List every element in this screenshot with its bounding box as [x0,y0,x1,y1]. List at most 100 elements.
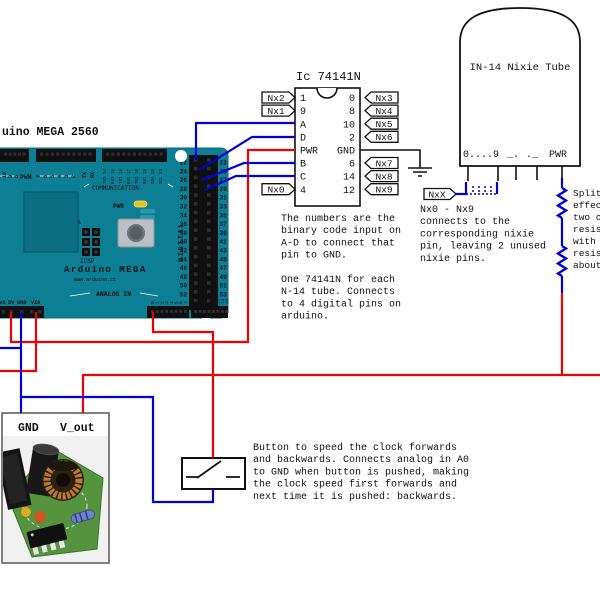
nx-flag-label: Nx7 [375,158,392,169]
ic-pin-left: B [300,160,306,171]
pwm-label: PWM [20,174,32,181]
header-hole [194,298,198,303]
note-line: pin, leaving 2 unused [420,241,546,253]
digital-pin-right: 31 [220,195,228,202]
digital-pin-left: 24 [180,168,188,175]
top-header-strip [36,149,96,162]
nx-flag-shape [261,183,296,196]
nixie-tube: IN-14 Nixie Tube 0....9_.._PWR NxX [423,7,581,293]
analog-pin-number: 13 [216,298,222,304]
header-hole [13,152,17,156]
header-hole [212,310,215,313]
nx-flag-label: Nx1 [267,106,284,117]
resistor-1 [555,186,569,220]
digital-pin-right: 35 [220,212,228,219]
comm-pin-number: RX1 19 [144,168,148,184]
header-hole [207,202,211,206]
wires [0,121,600,504]
header-hole [194,166,198,171]
arduino-bottom-headers [0,306,229,318]
header-hole [194,310,197,313]
psu-dip-ic [26,523,68,555]
note-line: the clock speed first forwards and [253,479,457,491]
nixie-envelope [459,7,581,167]
nx-flag-label: Nx6 [375,132,392,143]
header-hole [194,272,198,276]
note-line: binary code input on [281,225,401,237]
nx-flag-shape [261,104,296,117]
ic-pin-left: A [300,120,306,131]
header-hole [194,210,198,215]
ic-pin-left: C [300,173,306,184]
header-hole [225,310,229,313]
header-hole [207,228,211,232]
nx-flag-label: Nx3 [375,93,392,104]
comm-pin-number: TX2 16 [120,168,124,184]
nx-flag-shape [261,91,296,104]
digital-pin-left: 34 [180,212,188,219]
icsp-pin-hole [84,230,88,234]
header-hole [61,152,65,156]
header-hole [207,281,211,285]
header-hole [194,246,198,250]
header-hole [207,298,211,303]
digital-pin-left: 42 [180,248,188,255]
psu-photo [3,436,108,562]
button-box[interactable] [181,457,246,490]
nx-flag-shape [364,183,399,196]
digital-pin-left: 50 [180,283,188,290]
header-hole [155,310,159,313]
digital-pin-right: 37 [220,221,228,228]
note-line: corresponding nixie [420,228,534,240]
nx-flag-label: Nx2 [267,93,284,104]
header-hole [143,152,147,156]
analog-pin-number: 3 [164,301,170,304]
note-line: two o [573,212,600,223]
note-line: connects to the [420,216,510,228]
pwm-pin-number: TX [82,172,88,178]
power-pin-label: 5V [8,300,15,306]
header-hole [56,152,60,156]
nixie-pin-label: PWR [549,150,567,161]
pwm-pin-number: 8 [14,175,20,178]
nixie-title: IN-14 Nixie Tube [470,62,571,74]
icsp-pin-hole [94,230,98,234]
nxx-flag-label: NxX [428,189,445,200]
header-hole [88,152,92,156]
digital-pin-left: 36 [180,221,188,228]
power-pin-label: VIN [31,300,40,306]
analog-pin-number: 1 [155,301,161,304]
nx-flag-label: Nx8 [375,172,392,183]
analog-pin-number: 14 [220,298,226,304]
icsp-pin-hole [94,240,98,244]
header-hole [127,152,131,156]
header-hole [179,310,183,313]
ic-body [294,87,361,207]
analog-pin-number: 6 [178,301,184,304]
nx-flag-label: Nx9 [375,185,392,196]
header-hole [194,237,198,241]
header-hole [67,152,71,156]
ic-notch [316,87,338,99]
analog-in-label: ANALOG IN [96,291,131,298]
nixie-pins [467,166,563,181]
digital-pin-left: 44 [180,256,188,263]
arduino-top-headers [0,149,167,162]
note-line: resis [573,248,600,259]
digital-pin-left: 46 [180,265,188,272]
power-pin-labels: 3V35VGNDVIN [0,300,40,306]
header-hole [132,152,137,156]
digital-header [189,155,218,310]
analog-pin-number: 0 [150,301,156,304]
analog-pin-number: 10 [202,298,208,304]
header-hole [207,166,211,171]
nixie-pin-label: _. [506,150,519,161]
psu-resistor [70,509,95,524]
digital-pin-right: 33 [220,204,228,211]
comm-pin-number: RX3 15 [112,168,116,184]
digital-pin-left: 52 [180,292,188,299]
header-hole [194,202,198,206]
